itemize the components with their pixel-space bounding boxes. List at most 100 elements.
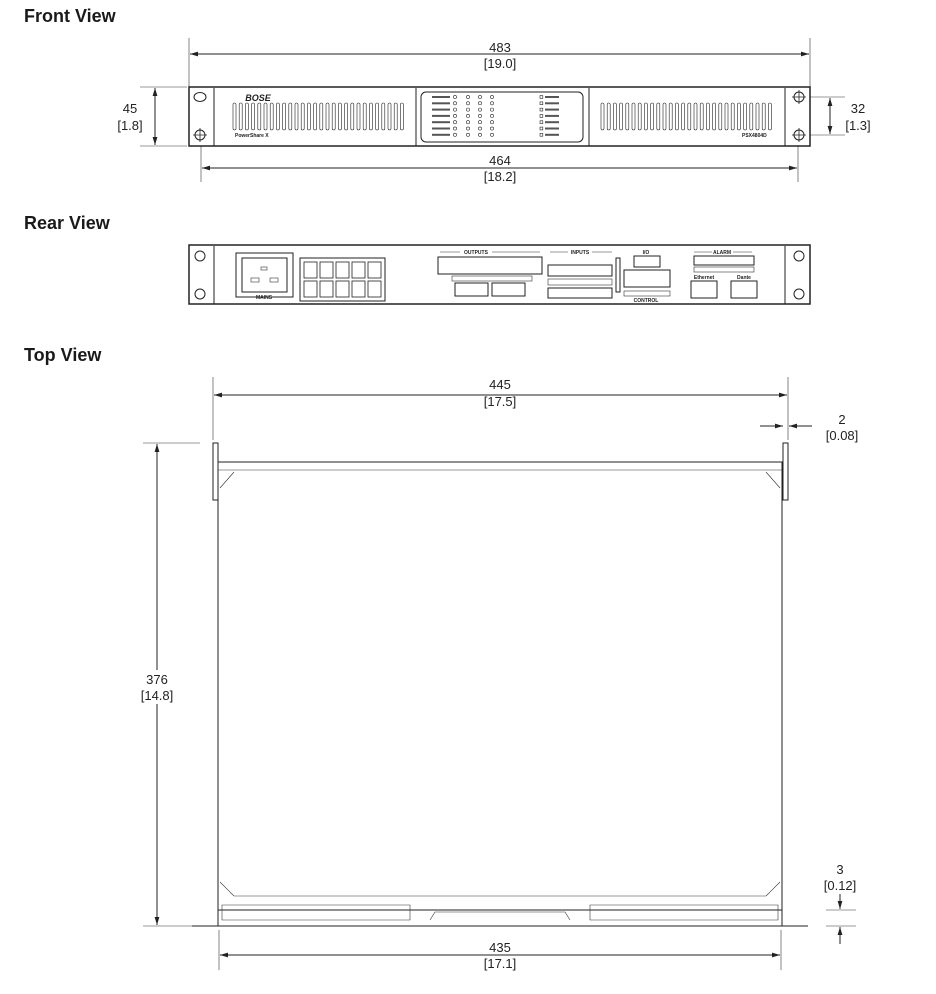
led-label xyxy=(432,127,450,130)
front-height-mm: 45 xyxy=(123,101,137,116)
led-indicator xyxy=(453,95,457,99)
status-led-label xyxy=(545,102,559,105)
led-indicator xyxy=(478,114,482,118)
output-connector xyxy=(437,256,543,275)
control-label: CONTROL xyxy=(634,298,659,304)
vent-slot xyxy=(718,102,723,131)
led-label xyxy=(432,108,450,111)
status-led xyxy=(539,107,544,112)
alarm-label: ALARM xyxy=(713,250,731,256)
vent-slot xyxy=(319,102,324,131)
led-indicator xyxy=(490,107,494,112)
led-label xyxy=(432,133,450,136)
vent-slot xyxy=(288,102,293,131)
output-dip-switch-2 xyxy=(491,282,526,297)
rear-view: MAINS OUTPUTS INPUTS I/O CONTROL ALARM E… xyxy=(188,244,811,305)
vent-slot xyxy=(232,102,237,131)
breaker-switch xyxy=(319,261,334,279)
right-vent xyxy=(600,102,772,131)
vent-slot xyxy=(650,102,654,131)
vent-slot xyxy=(362,102,367,131)
top-view: 445 [17.5] 2 [0.08] 376 [14.8] 3 [0.12] … xyxy=(130,377,858,971)
led-label xyxy=(432,96,450,98)
vent-slot xyxy=(282,102,286,131)
status-led xyxy=(539,101,544,106)
breaker-block xyxy=(299,257,386,302)
vent-slot xyxy=(387,102,392,131)
product-line-label: PowerShare X xyxy=(235,133,269,139)
vent-slot xyxy=(644,102,648,131)
hole-spacing-h-in: [18.2] xyxy=(484,169,517,184)
breaker-switch xyxy=(351,261,366,279)
vent-slot xyxy=(693,102,698,131)
front-view: 483 [19.0] 45 [1.8] 32 [1.3] 464 [18.2] … xyxy=(117,38,871,184)
vent-slot xyxy=(356,102,361,131)
vent-slot xyxy=(606,102,611,131)
front-view-heading: Front View xyxy=(24,6,116,26)
mounting-slot xyxy=(193,92,207,102)
vent-slot xyxy=(675,102,679,131)
vent-slot xyxy=(730,102,735,131)
led-indicator xyxy=(453,126,457,131)
vent-slot xyxy=(381,102,386,131)
led-indicator xyxy=(453,107,457,112)
depth-mm: 376 xyxy=(146,672,168,687)
left-vent xyxy=(232,102,404,131)
led-indicator xyxy=(490,132,494,137)
breaker-switch xyxy=(367,280,382,298)
body-width-mm: 435 xyxy=(489,940,511,955)
vent-slot xyxy=(625,102,630,131)
led-grid xyxy=(432,95,559,137)
status-led-label xyxy=(545,114,559,117)
led-label xyxy=(432,114,450,117)
vent-slot xyxy=(313,102,317,131)
input-connector-2 xyxy=(547,287,613,299)
status-led xyxy=(539,126,544,131)
ear-thickness-in: [0.08] xyxy=(826,428,859,443)
ear-thickness-mm: 2 xyxy=(838,412,845,427)
model-label: PSX4804D xyxy=(742,133,767,139)
led-indicator xyxy=(466,114,470,118)
vent-slot xyxy=(400,102,404,131)
mounting-hole-crosshair xyxy=(193,128,207,142)
vent-slot xyxy=(749,102,754,131)
mounting-hole-crosshair xyxy=(792,90,806,104)
vent-slot xyxy=(263,102,268,131)
chassis-outline xyxy=(217,461,783,911)
mains-inlet xyxy=(235,252,294,298)
led-indicator xyxy=(490,101,494,106)
front-height-in: [1.8] xyxy=(117,118,142,133)
dante-label: Dante xyxy=(737,275,751,281)
breaker-switch xyxy=(319,280,334,298)
bottom-offset-in: [0.12] xyxy=(824,878,857,893)
io-label: I/O xyxy=(643,250,650,256)
led-indicator xyxy=(478,101,482,106)
outputs-label: OUTPUTS xyxy=(464,250,489,256)
led-indicator xyxy=(453,101,457,106)
led-indicator xyxy=(466,107,470,112)
chassis-base-flange xyxy=(192,910,808,927)
led-indicator xyxy=(478,126,482,131)
depth-in: [14.8] xyxy=(141,688,174,703)
vent-slot xyxy=(656,102,661,131)
hole-spacing-h-mm: 464 xyxy=(489,153,511,168)
vent-slot xyxy=(294,102,299,131)
vent-slot xyxy=(631,102,636,131)
mounting-hole xyxy=(193,128,207,142)
vent-slot xyxy=(375,102,379,131)
vent-slot xyxy=(699,102,704,131)
vent-slot xyxy=(238,102,243,131)
top-width-mm: 445 xyxy=(489,377,511,392)
mounting-hole xyxy=(792,90,806,104)
vent-slot xyxy=(350,102,355,131)
breaker-switch xyxy=(335,280,350,298)
vent-slot xyxy=(331,102,336,131)
vent-slot xyxy=(637,102,642,131)
vent-slot xyxy=(251,102,255,131)
mounting-hole xyxy=(792,128,806,142)
bose-logo: BOSE xyxy=(245,93,272,103)
led-indicator xyxy=(490,95,494,99)
status-led xyxy=(539,133,544,137)
led-indicator xyxy=(453,114,457,118)
led-indicator xyxy=(466,132,470,137)
